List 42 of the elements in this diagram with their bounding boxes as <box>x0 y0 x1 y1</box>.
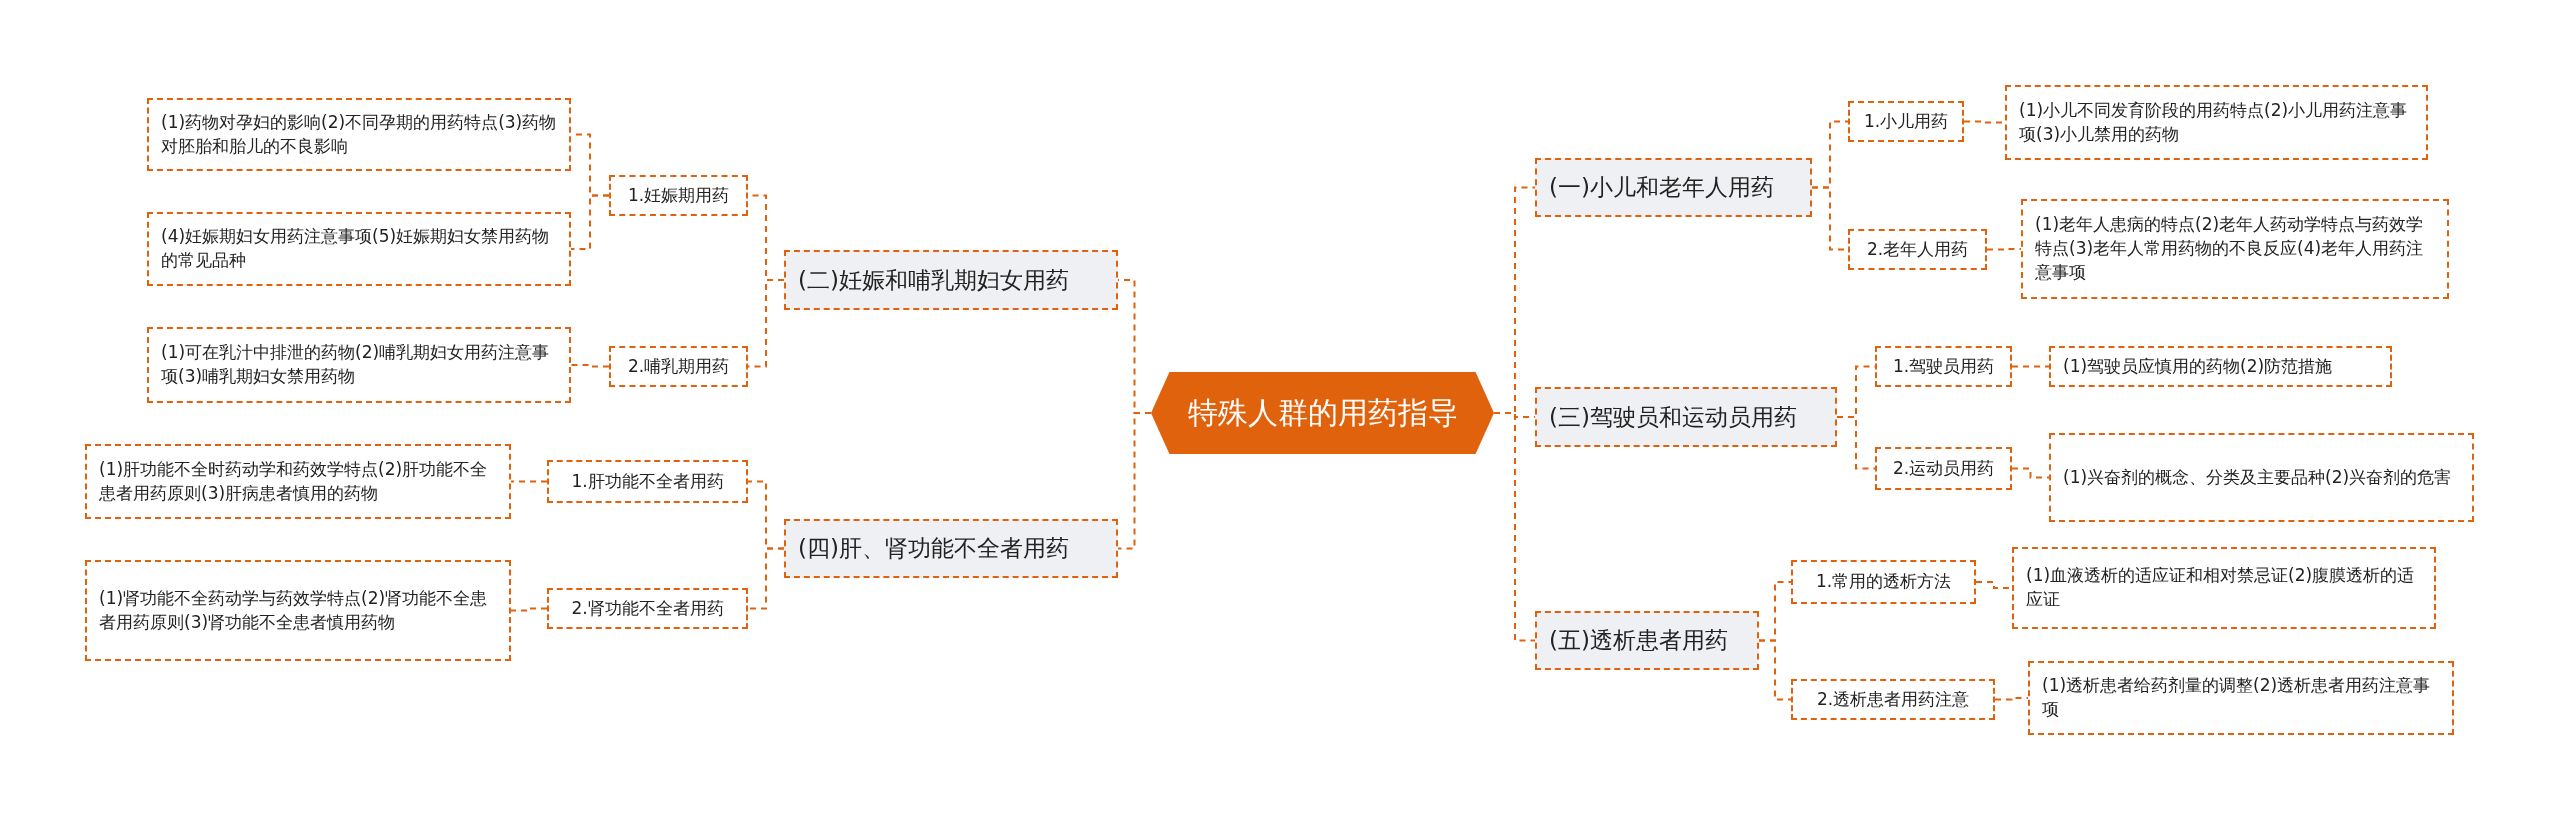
connector-line <box>510 480 548 483</box>
detail-box: (1)透析患者给药剂量的调整(2)透析患者用药注意事项 <box>2028 661 2454 735</box>
subtopic-box: 1.驾驶员用药 <box>1875 346 2012 387</box>
detail-box: (1)兴奋剂的概念、分类及主要品种(2)兴奋剂的危害 <box>2049 433 2474 522</box>
detail-box: (4)妊娠期妇女用药注意事项(5)妊娠期妇女禁用药物的常见品种 <box>147 212 571 286</box>
connector-line <box>510 607 548 612</box>
connector-line <box>1994 697 2029 701</box>
topic-hexagon <box>1151 372 1494 454</box>
topic-text: 特殊人群的用药指导 <box>1187 394 1458 432</box>
branch-box: (二)妊娠和哺乳期妇女用药 <box>784 250 1118 310</box>
detail-box: (1)小儿不同发育阶段的用药特点(2)小儿用药注意事项(3)小儿禁用的药物 <box>2005 85 2428 160</box>
connector-line <box>2011 467 2050 479</box>
connector-line <box>1758 639 1792 701</box>
subtopic-box: 1.小儿用药 <box>1848 101 1964 142</box>
detail-box: (1)肝功能不全时药动学和药效学特点(2)肝功能不全患者用药原则(3)肝病患者慎用的药物 <box>85 444 511 519</box>
connector-line <box>1836 416 1876 470</box>
branch-box: (三)驾驶员和运动员用药 <box>1535 387 1837 447</box>
subtopic-box: 2.透析患者用药注意 <box>1791 679 1995 720</box>
connector-line <box>2011 365 2050 368</box>
detail-box: (1)驾驶员应慎用的药物(2)防范措施 <box>2049 346 2392 387</box>
detail-box: (1)药物对孕妇的影响(2)不同孕期的用药特点(3)药物对胚胎和胎儿的不良影响 <box>147 98 571 171</box>
connector-line <box>1493 412 1536 642</box>
subtopic-box: 1.肝功能不全者用药 <box>547 460 748 503</box>
subtopic-box: 1.常用的透析方法 <box>1791 560 1976 604</box>
subtopic-box: 2.运动员用药 <box>1875 447 2012 490</box>
connector-line <box>747 279 785 368</box>
branch-box: (一)小儿和老年人用药 <box>1535 158 1812 217</box>
subtopic-box: 2.肾功能不全者用药 <box>547 588 748 629</box>
connector-line <box>570 364 610 368</box>
connector-line <box>1986 248 2022 251</box>
branch-box: (五)透析患者用药 <box>1535 611 1759 670</box>
connector-line <box>747 547 785 610</box>
detail-box: (1)肾功能不全药动学与药效学特点(2)肾功能不全患者用药原则(3)肾功能不全患者慎用药物 <box>85 560 511 661</box>
branch-box: (四)肝、肾功能不全者用药 <box>784 519 1118 578</box>
subtopic-box: 2.老年人用药 <box>1848 229 1987 270</box>
detail-box: (1)老年人患病的特点(2)老年人药动学特点与药效学特点(3)老年人常用药物的不良反应(4)老年人用药注意事项 <box>2021 199 2449 299</box>
detail-box: (1)血液透析的适应证和相对禁忌证(2)腹膜透析的适应证 <box>2012 547 2436 629</box>
connector-line <box>1117 412 1152 550</box>
connector-line <box>570 194 610 250</box>
subtopic-box: 1.妊娠期用药 <box>609 175 748 216</box>
subtopic-box: 2.哺乳期用药 <box>609 346 748 387</box>
detail-box: (1)可在乳汁中排泄的药物(2)哺乳期妇女用药注意事项(3)哺乳期妇女禁用药物 <box>147 327 571 403</box>
